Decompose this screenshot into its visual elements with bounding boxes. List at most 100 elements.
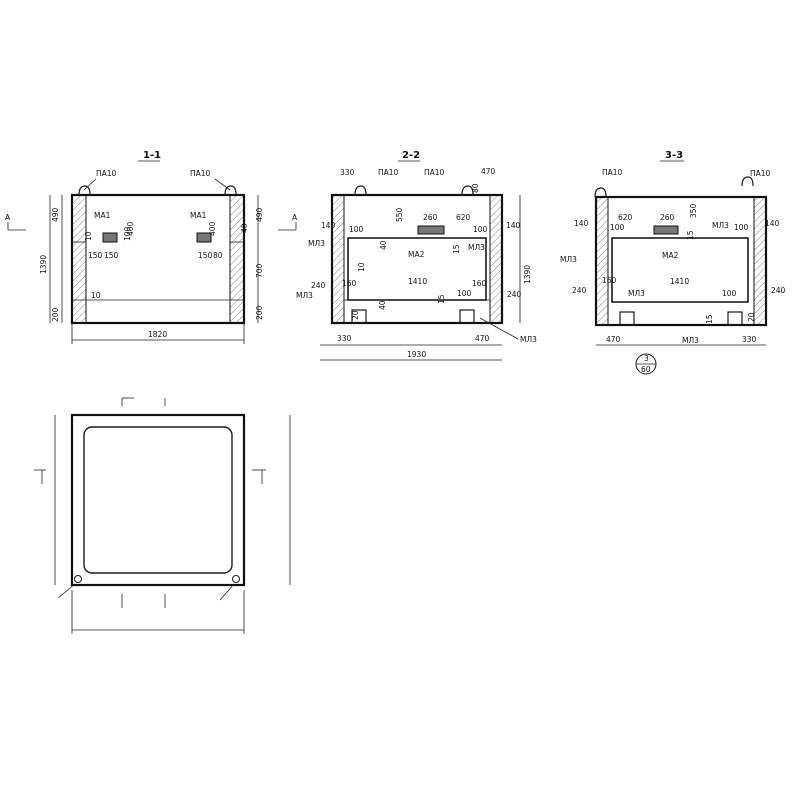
label-ml3: МЛ3 [308,239,325,248]
label-pa10: ПА10 [424,168,445,177]
dim-text: 10 [357,262,366,272]
dim-text: 140 [574,219,589,228]
dim-text: 100 [734,223,749,232]
dim-text: 15 [705,314,714,324]
lifting-loop [78,185,91,196]
dim-text: 260 [423,213,438,222]
dim-text: 240 [572,286,587,295]
plan-inner-wall [83,426,233,574]
ma2-plate [653,225,679,235]
dim-text: 400 [126,221,135,236]
dim-text: 100 [722,289,737,298]
dim-text: 160 [602,276,617,285]
section-3-3: 3-3 ПА10 ПА10 350 140 140 620 260 100 10… [560,150,786,375]
section-2-2: 2-2 330 ПА10 ПА10 470 80 550 260 620 100… [296,150,537,361]
label-ma2: МА2 [662,251,679,260]
lifting-loop [224,185,237,196]
dim-text: 80 [213,251,223,260]
section-title-2-2: 2-2 [402,150,420,161]
dim-text: 240 [771,286,786,295]
label-ml3: МЛ3 [712,221,729,230]
dim-text: 160 [472,279,487,288]
label-ml3: МЛ3 [468,243,485,252]
dim-text: 150 [198,251,213,260]
dim-text: 200 [255,305,264,320]
dim-text: 490 [255,207,264,222]
dim-text: 330 [340,168,355,177]
dim-text: 100 [457,289,472,298]
dim-text: 100 [473,225,488,234]
dim-text: 400 [208,221,217,236]
label-ml3: МЛ3 [682,336,699,345]
drain-hole [74,575,82,583]
label-ma1: МА1 [94,211,111,220]
dim-text: 15 [452,244,461,254]
label-pa10: ПА10 [602,168,623,177]
plan-view [34,397,291,634]
section-mark-a: А [292,213,298,222]
section-outline [330,193,504,325]
dim-text: 1820 [148,330,167,339]
dim-text: 40 [240,223,249,233]
plan-outer-wall [70,413,246,587]
section-mark-a: А [5,213,11,222]
label-ml3: МЛ3 [520,335,537,344]
dim-text: 150 [88,251,103,260]
left-wall [331,194,345,324]
dim-text: 240 [507,290,522,299]
dim-text: 140 [321,221,336,230]
dim-text: 140 [765,219,780,228]
lifting-loop [461,185,474,196]
dim-text: 200 [51,307,60,322]
ma2-plate [417,225,445,235]
dim-text: 40 [379,240,388,250]
dim-text: 40 [378,300,387,310]
label-ml3: МЛ3 [296,291,313,300]
dim-text: 100 [610,223,625,232]
dim-text: 20 [351,310,360,320]
lifting-loop [354,185,367,196]
left-wall [595,196,609,326]
dim-text: 240 [311,281,326,290]
dim-text: 260 [660,213,675,222]
dim-text: 620 [618,213,633,222]
dim-text: 620 [456,213,471,222]
dim-text: 330 [337,334,352,343]
dim-text: 1410 [670,277,689,286]
dim-text: 1390 [39,255,48,274]
dim-text: 10 [91,291,101,300]
dim-text: 470 [475,334,490,343]
label-pa10: ПА10 [190,169,211,178]
dim-text: 330 [742,335,757,344]
dim-text: 100 [349,225,364,234]
label-ma1: МА1 [190,211,207,220]
dim-text: 160 [342,279,357,288]
section-title-1-1: 1-1 [143,150,161,161]
dim-text: 700 [255,263,264,278]
ma1-plate-left [102,232,118,243]
dim-text: 80 [471,183,480,193]
label-pa10: ПА10 [750,169,771,178]
dim-text: 470 [606,335,621,344]
inner-opening [611,237,749,303]
dim-text: 1410 [408,277,427,286]
label-pa10: ПА10 [96,169,117,178]
dim-text: 150 [104,251,119,260]
right-wall [753,196,767,326]
dim-text: 350 [689,203,698,218]
left-wall [71,194,87,324]
dim-text: 1930 [407,350,426,359]
right-wall [229,194,245,324]
callout-text: 60 [641,365,651,374]
section-title-3-3: 3-3 [665,150,683,161]
right-wall [489,194,503,324]
dim-text: 1390 [523,265,532,284]
dim-text: 20 [747,312,756,322]
dim-text: 550 [395,207,404,222]
dim-text: 470 [481,167,496,176]
section-1-1: 1-1 ПА10 ПА10 МА1 МА1 1390 490 200 400 1… [5,150,298,344]
label-pa10: ПА10 [378,168,399,177]
dim-text: 15 [686,230,695,240]
label-ml3: МЛ3 [560,255,577,264]
